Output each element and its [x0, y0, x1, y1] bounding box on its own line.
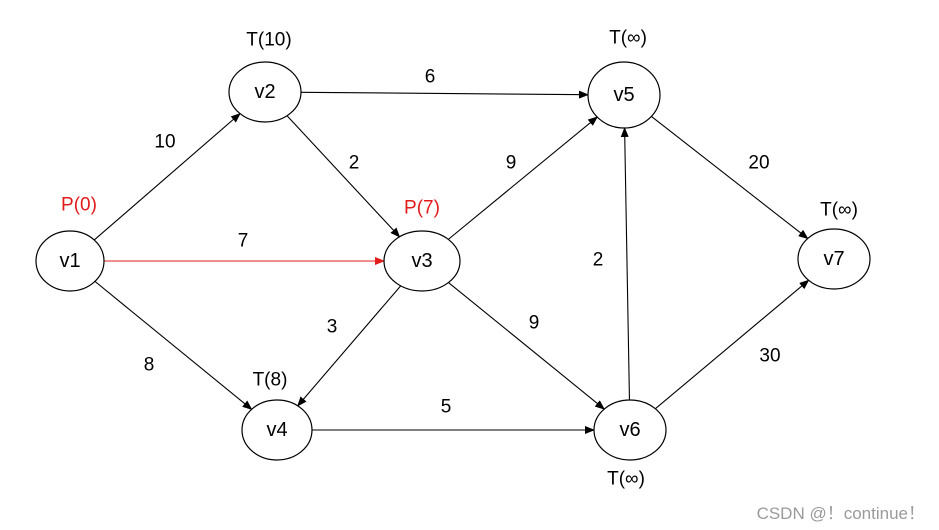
node-v3: v3 P(7): [383, 198, 461, 292]
node-shape-v3: [383, 230, 461, 292]
node-shape-v5: [587, 61, 661, 129]
node-label-v6: v6: [619, 419, 640, 441]
node-tag-v7: T(∞): [820, 200, 858, 221]
node-tag-v1: P(0): [61, 195, 97, 216]
edge-weight-v1-v3: 7: [238, 231, 249, 252]
edge-weight-v3-v5: 9: [506, 153, 517, 174]
node-tag-v5: T(∞): [609, 28, 647, 49]
edge-weight-v1-v4: 8: [144, 355, 155, 376]
node-label-v2: v2: [254, 81, 275, 103]
node-label-v1: v1: [59, 250, 80, 272]
node-shape-v4: [241, 399, 313, 461]
node-tag-v6: T(∞): [607, 469, 645, 490]
edge-v6-v5: [620, 126, 631, 401]
edge-weight-v6-v7: 30: [759, 346, 780, 367]
node-shape-v7: [797, 228, 871, 290]
edges-layer: 10 7 8 6 2 9 3 9 5 2 20 30: [93, 67, 810, 434]
edge-weight-v3-v4: 3: [327, 317, 338, 338]
edge-v1-v2: [93, 112, 241, 241]
node-v2: v2 T(10): [228, 30, 302, 123]
edge-v1-v4: [94, 280, 253, 410]
node-shape-v2: [228, 61, 302, 123]
node-tag-v3: P(7): [404, 198, 440, 219]
edge-weight-v2-v5: 6: [425, 67, 436, 88]
edge-weight-v4-v6: 5: [441, 397, 452, 418]
node-v6: v6T(∞): [593, 399, 667, 490]
edge-weight-v6-v5: 2: [593, 250, 604, 271]
edge-weight-v1-v2: 10: [154, 132, 175, 153]
node-v5: v5 T(∞): [587, 28, 661, 129]
node-v1: v1 P(0): [35, 195, 105, 292]
edge-weight-v3-v6: 9: [529, 313, 540, 334]
node-v4: v4 T(8): [241, 370, 313, 461]
edge-v5-v7: [651, 115, 809, 240]
node-label-v4: v4: [266, 419, 287, 441]
watermark-text: CSDN @！continue！: [756, 504, 925, 523]
edge-v3-v4: [297, 285, 402, 407]
node-shape-v6: [593, 399, 667, 461]
edge-v3-v6: [448, 282, 606, 410]
node-v7: v7 T(∞): [797, 200, 871, 290]
edge-v2-v3: [286, 115, 401, 238]
node-label-v5: v5: [613, 84, 634, 106]
node-tag-v4: T(8): [253, 370, 288, 391]
node-tag-v2: T(10): [246, 30, 291, 51]
node-label-v7: v7: [823, 248, 844, 270]
node-label-v3: v3: [411, 250, 432, 272]
edge-weight-v2-v3: 2: [349, 153, 360, 174]
edge-v2-v5: [300, 90, 590, 99]
nodes-layer: v1P(0)v2T(10)v3P(7)v4T(8)v5T(∞)v6T(∞)v7T…: [35, 28, 871, 490]
edge-weight-v5-v7: 20: [748, 153, 769, 174]
edge-v3-v5: [447, 116, 598, 240]
node-shape-v1: [35, 230, 105, 292]
edge-v6-v7: [655, 279, 810, 410]
